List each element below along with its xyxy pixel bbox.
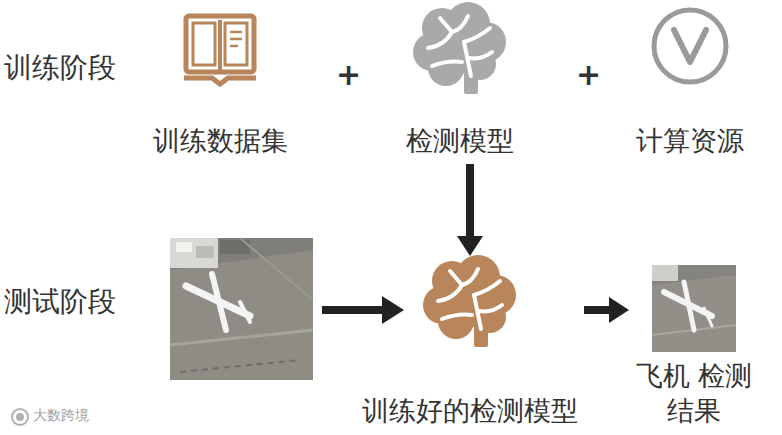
book-icon <box>184 16 256 84</box>
compute-icon <box>654 10 726 82</box>
model-node: 检测模型 <box>390 8 530 158</box>
model-brain-icon <box>413 2 506 94</box>
compute-node: 计算资源 <box>620 8 760 158</box>
result-node: 飞机 检测结果 <box>631 261 757 428</box>
flow-arrow <box>584 297 629 323</box>
arrow-shaft <box>584 306 611 314</box>
watermark: 大数跨境 <box>33 407 89 425</box>
satellite-image <box>170 238 313 380</box>
dataset-node: 训练数据集 <box>140 8 300 158</box>
node-label: 飞机 检测结果 <box>631 358 757 428</box>
plus-sign: + <box>336 56 361 94</box>
node-label: 训练好的检测模型 <box>362 393 578 428</box>
stage-label: 测试阶段 <box>4 284 116 319</box>
flow-arrow <box>457 164 483 256</box>
trained-model-node: 训练好的检测模型 <box>360 258 580 428</box>
result-image <box>652 265 736 352</box>
stage-label: 训练阶段 <box>4 50 116 85</box>
trained-brain-icon <box>423 255 516 347</box>
arrow-head <box>609 297 629 323</box>
node-label: 计算资源 <box>636 123 744 158</box>
node-label: 检测模型 <box>406 123 514 158</box>
node-label: 训练数据集 <box>153 123 288 158</box>
watermark-logo <box>12 409 28 425</box>
input-arrow <box>322 296 404 324</box>
plus-sign: + <box>576 56 601 94</box>
arrow-head <box>457 236 483 256</box>
arrow-shaft <box>466 164 474 238</box>
